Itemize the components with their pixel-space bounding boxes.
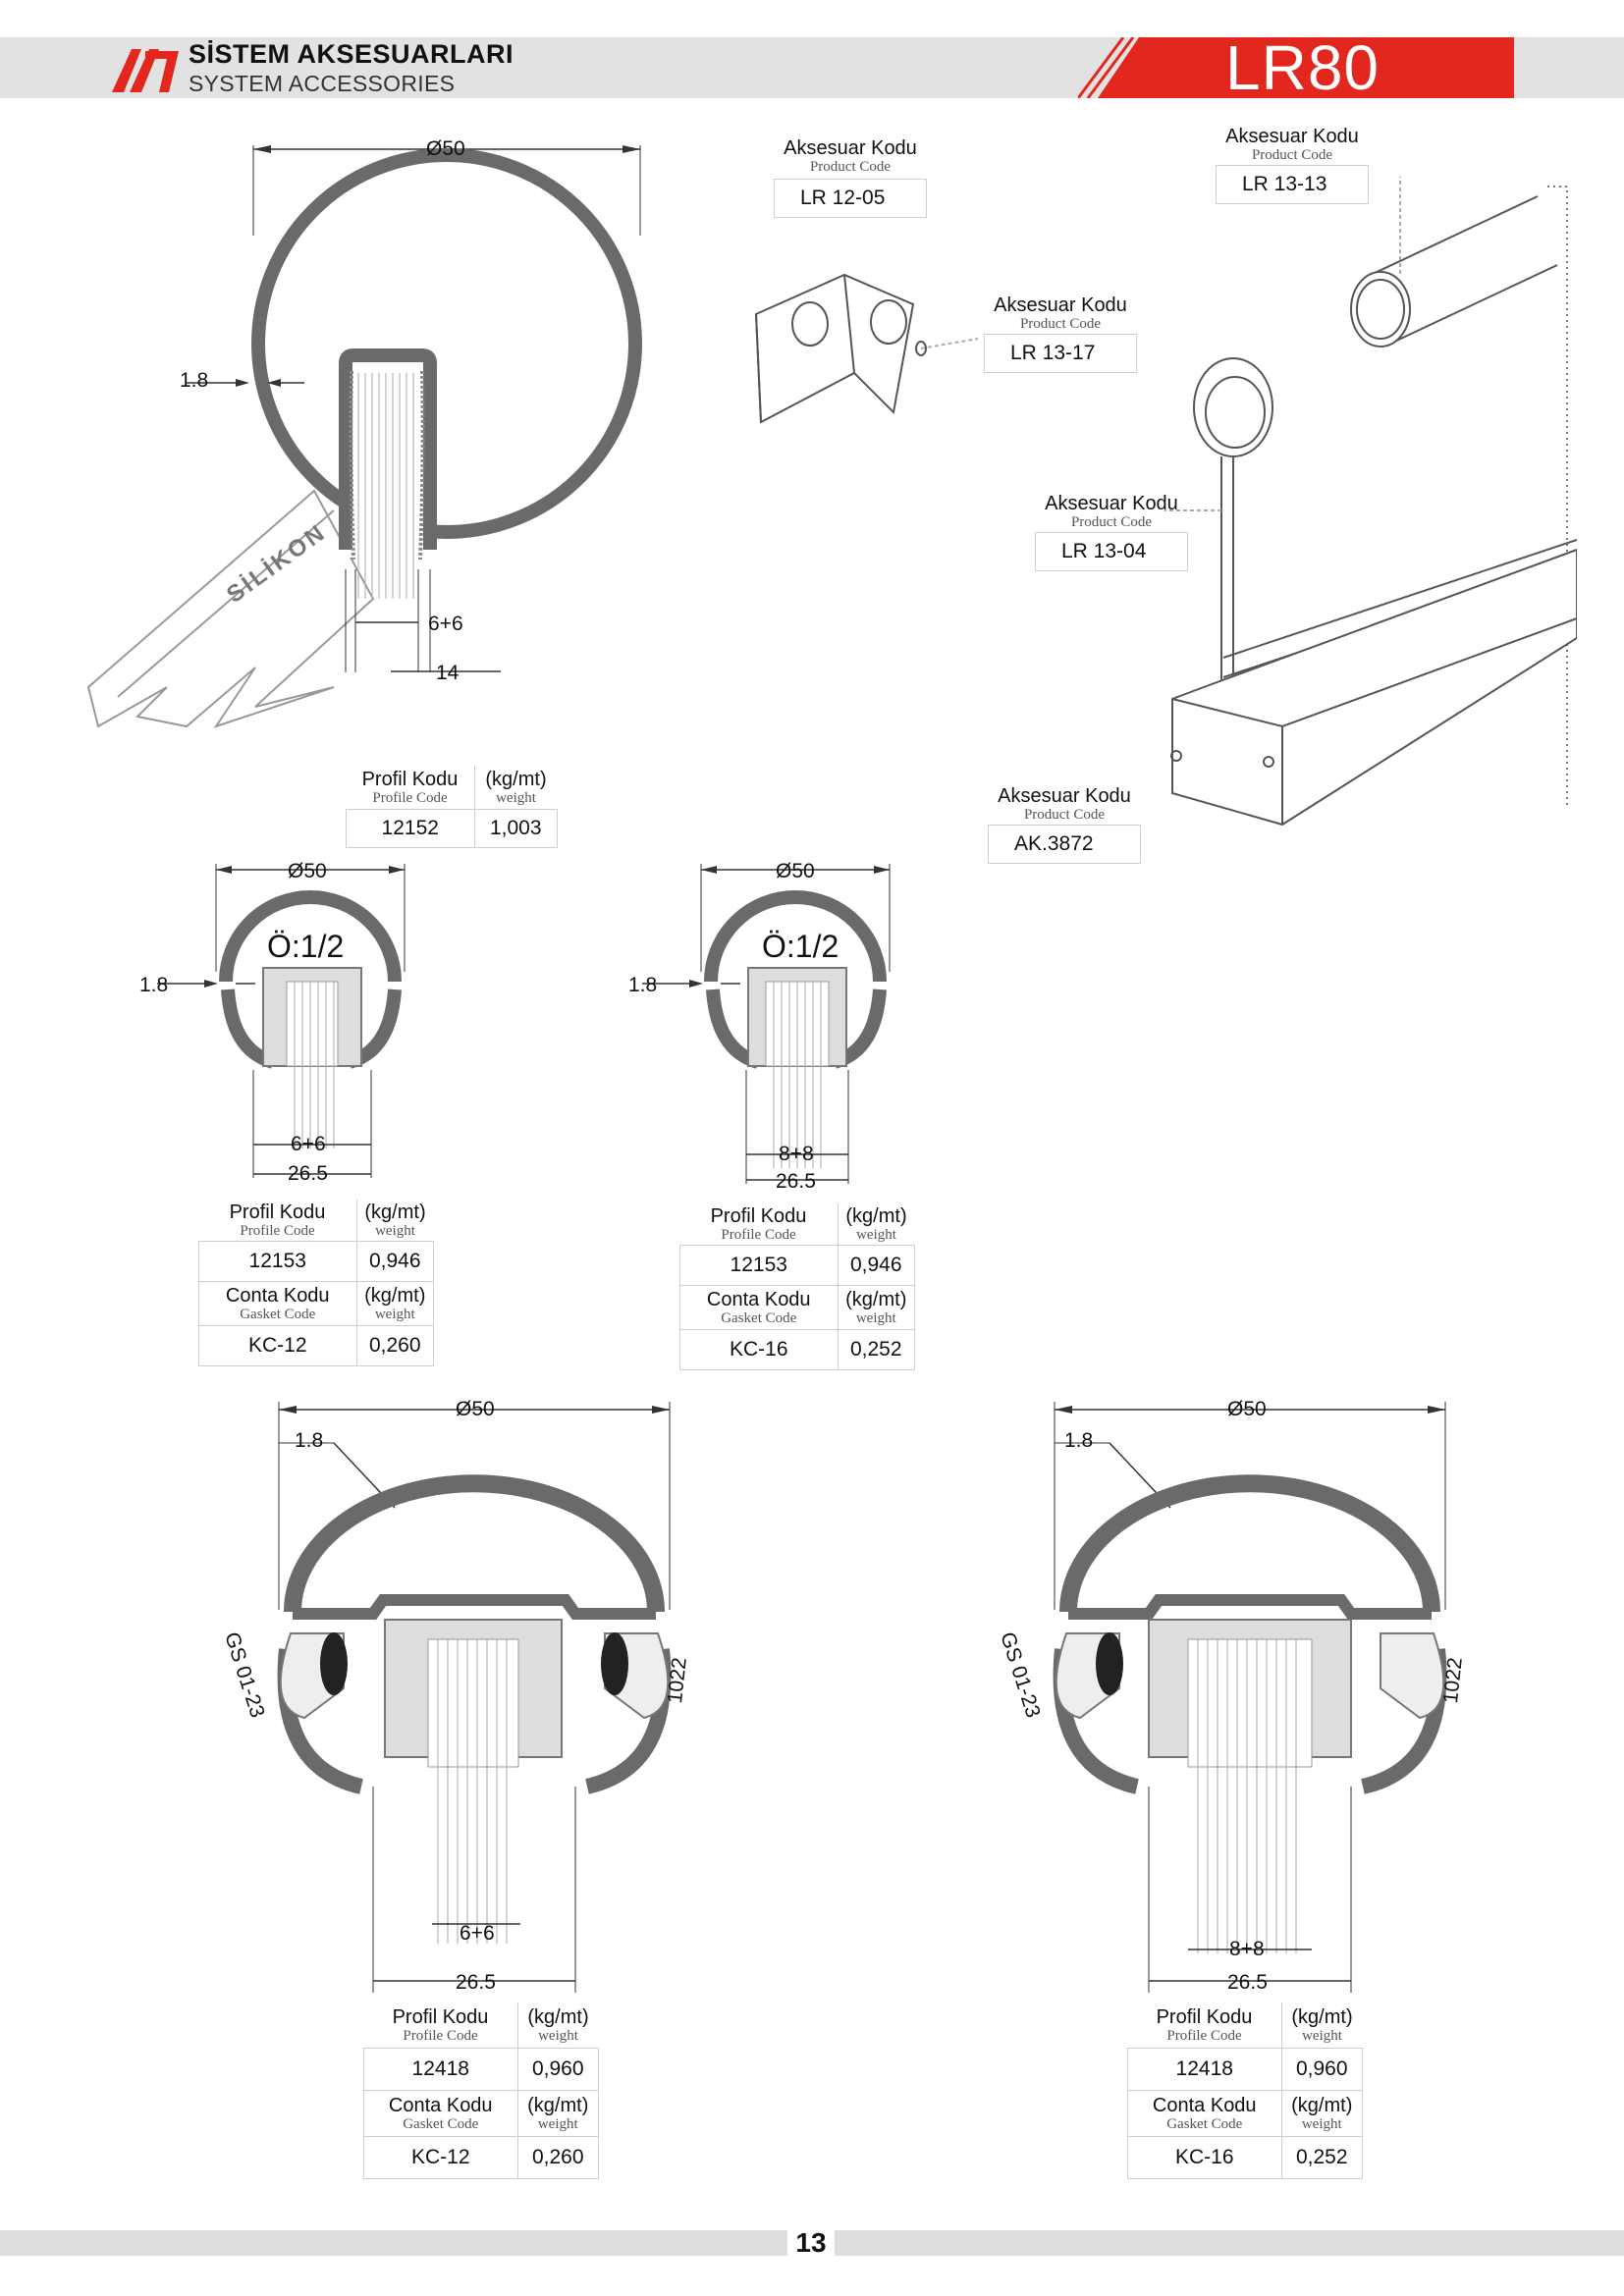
- profile-weight: 1,003: [473, 809, 558, 848]
- gasket-weight: 0,252: [1280, 2136, 1363, 2179]
- gasket-weight: 0,260: [516, 2136, 599, 2179]
- dim-diameter: Ø50: [776, 860, 815, 882]
- dim-width: 26.5: [1227, 1971, 1268, 1994]
- brand-title: SİSTEM AKSESUARLARI: [189, 39, 514, 69]
- dim-gap: 8+8: [1229, 1938, 1265, 1960]
- gasket-weight: 0,260: [355, 1325, 434, 1366]
- scale-label: Ö:1/2: [267, 929, 345, 964]
- dim-wall: 1.8: [1064, 1429, 1094, 1452]
- dim-wall: 1.8: [139, 974, 169, 996]
- series-code: LR80: [1225, 32, 1380, 103]
- accessory-code: LR 12-05: [774, 179, 927, 218]
- gasket-weight: 0,252: [837, 1329, 915, 1370]
- gasket-code: KC-16: [1127, 2136, 1282, 2179]
- profile-weight: 0,946: [837, 1245, 915, 1286]
- dim-wall: 1.8: [295, 1429, 324, 1452]
- brand-subtitle: SYSTEM ACCESSORIES: [189, 71, 456, 96]
- dim-diameter: Ø50: [1227, 1398, 1267, 1420]
- gasket-code: KC-12: [363, 2136, 518, 2179]
- profile-weight: 0,960: [1280, 2048, 1363, 2091]
- profile-weight: 0,946: [355, 1241, 434, 1282]
- profile-code: 12418: [1127, 2048, 1282, 2091]
- profile-weight: 0,960: [516, 2048, 599, 2091]
- dim-wall: 1.8: [628, 974, 658, 996]
- dim-gap: 6+6: [291, 1133, 326, 1155]
- profile-12153-kc16-section: [642, 864, 891, 1184]
- dim-diameter: Ø50: [288, 860, 327, 882]
- page-number: 13: [787, 2226, 835, 2260]
- gasket-code: KC-16: [679, 1329, 839, 1370]
- dim-width: 26.5: [288, 1162, 328, 1185]
- scale-label: Ö:1/2: [762, 929, 839, 964]
- profile-code: 12418: [363, 2048, 518, 2091]
- profile-12153-kc12-section: [157, 864, 406, 1178]
- gasket-right-code: 1022: [1439, 1656, 1467, 1705]
- accessory-code: LR 13-04: [1035, 532, 1188, 571]
- dim-gap: 8+8: [779, 1143, 814, 1165]
- dim-gap: 6+6: [428, 613, 463, 635]
- profile-code: 12152: [346, 809, 475, 848]
- accessory-code: LR 13-13: [1216, 165, 1369, 204]
- dim-width: 26.5: [456, 1971, 496, 1994]
- profile-12418-kc12-section: [277, 1402, 672, 1993]
- brand-logo: [112, 49, 179, 92]
- dim-gap: 6+6: [460, 1922, 495, 1945]
- dim-diameter: Ø50: [456, 1398, 495, 1420]
- profile-code: 12153: [198, 1241, 357, 1282]
- dim-wall: 1.8: [180, 369, 209, 392]
- profile-12418-kc16-section: [1053, 1402, 1447, 1993]
- accessory-code: LR 13-17: [984, 334, 1137, 373]
- header-series-panel: [1078, 37, 1514, 98]
- accessory-code: AK.3872: [988, 825, 1141, 864]
- gasket-code: KC-12: [198, 1325, 357, 1366]
- dim-width: 14: [436, 662, 460, 684]
- profile-code: 12153: [679, 1245, 839, 1286]
- roller-blind-assembly-drawing: [1164, 177, 1577, 827]
- gasket-right-code: 1022: [664, 1656, 691, 1705]
- dim-width: 26.5: [776, 1170, 816, 1193]
- dim-diameter: Ø50: [426, 137, 465, 160]
- profile-12152-section: [86, 145, 642, 728]
- corner-connector-drawing: [754, 273, 979, 424]
